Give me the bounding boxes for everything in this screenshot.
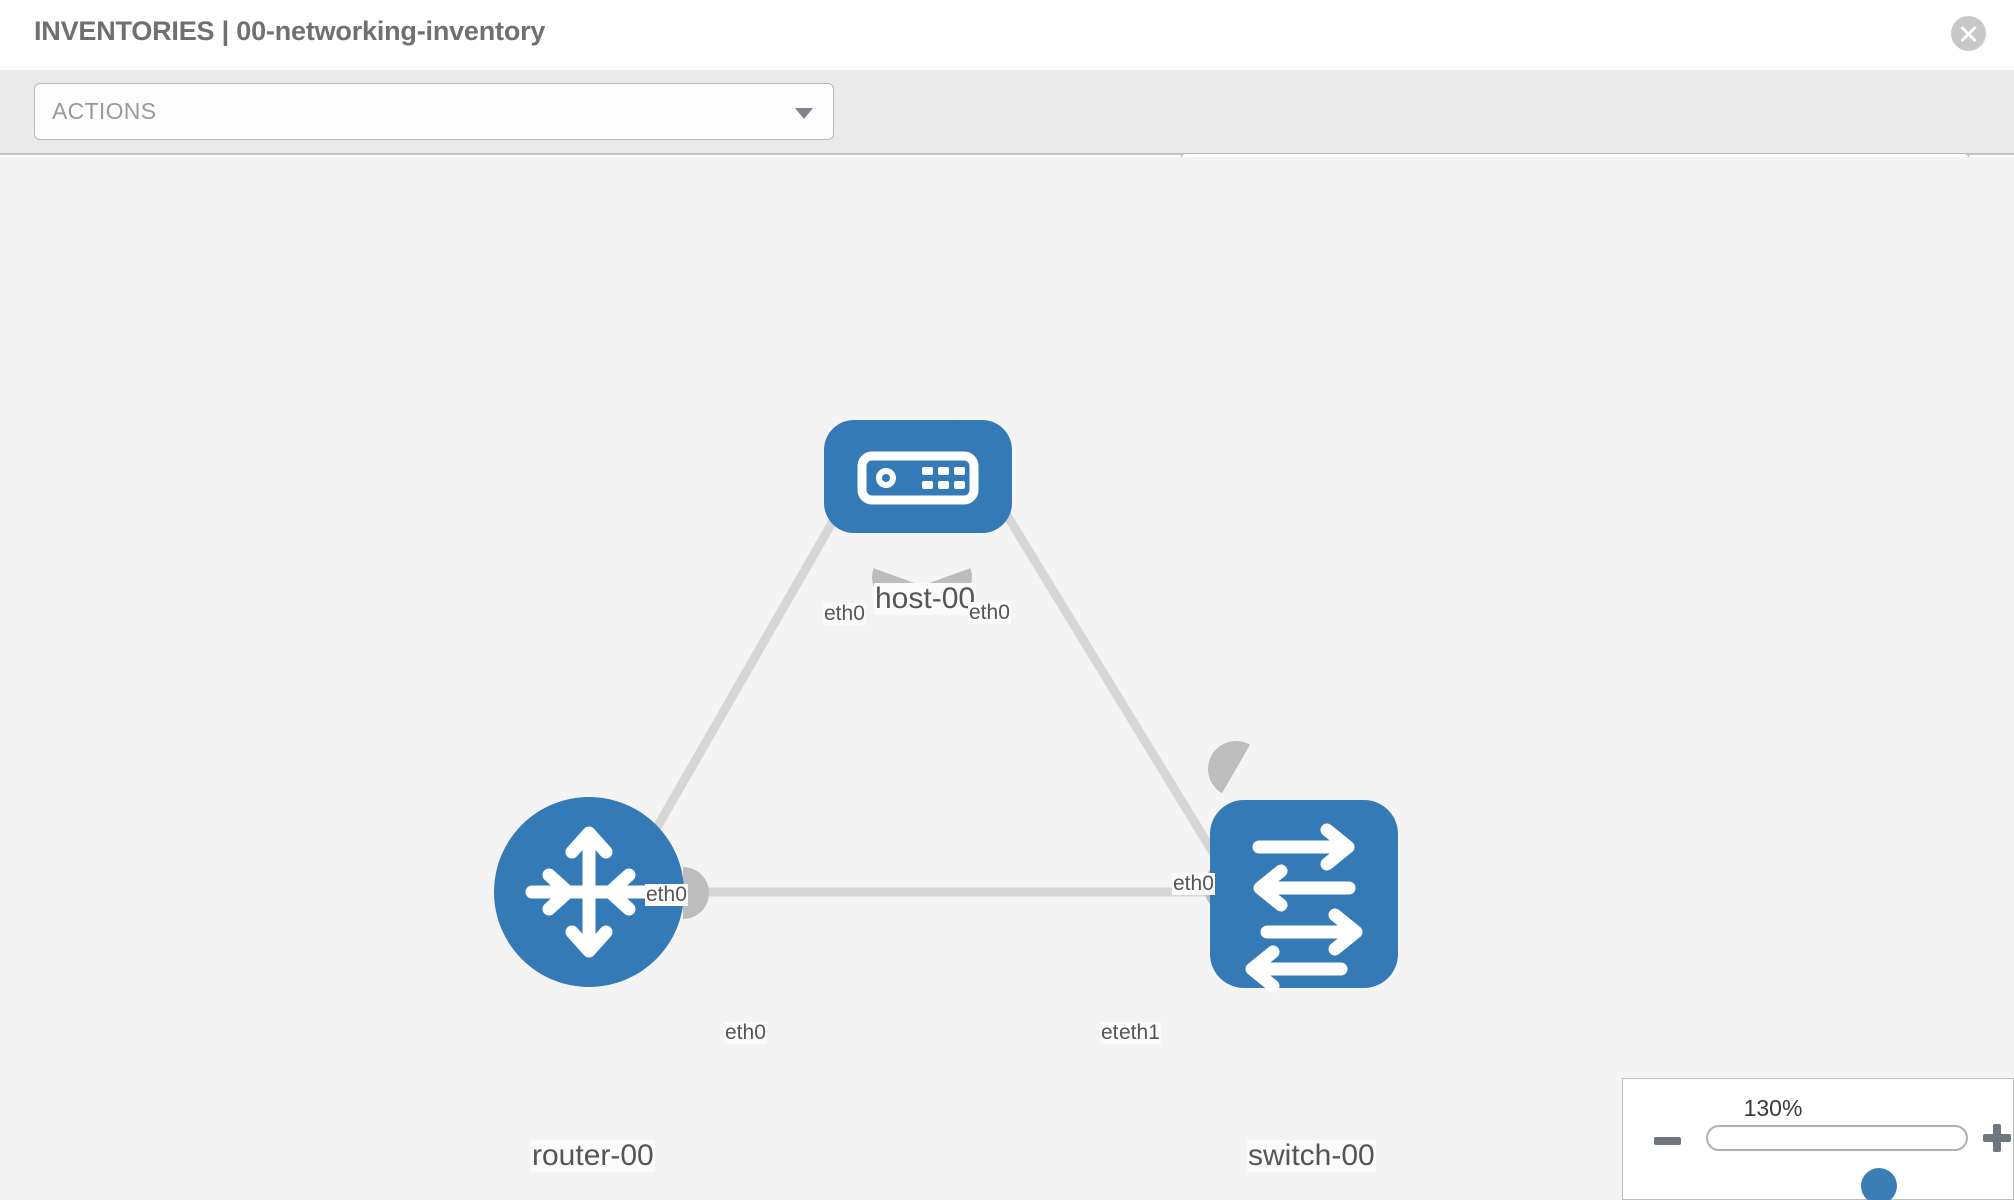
iface-label-router00-uplink-eth0: eth0	[645, 883, 688, 907]
router-arrows-icon	[525, 826, 653, 958]
zoom-slider-thumb[interactable]	[1861, 1168, 1897, 1200]
topology-canvas[interactable]: host-00 router-00 switch-00 eth0 eth0 et…	[0, 157, 2014, 1200]
iface-label-router00-eth0: eth0	[724, 1021, 767, 1045]
close-icon	[1960, 26, 1977, 42]
zoom-in-button[interactable]	[1983, 1124, 2011, 1152]
port-switch00-eth1[interactable]	[1198, 731, 1250, 794]
topology-graph	[494, 419, 1398, 993]
port-layer	[683, 568, 1250, 919]
zoom-control-panel: 130%	[1622, 1078, 2014, 1200]
node-router-00[interactable]	[494, 797, 684, 987]
iface-label-host00-eth0-left: eth0	[823, 602, 866, 626]
page-header: INVENTORIES | 00-networking-inventory	[0, 0, 2014, 70]
iface-label-switch00-uplink-eth0: eth0	[1172, 872, 1215, 896]
actions-dropdown[interactable]: ACTIONS	[34, 83, 834, 140]
iface-label-host00-eth0-right: eth0	[968, 601, 1011, 625]
node-label-switch-00: switch-00	[1247, 1139, 1376, 1172]
zoom-slider-track[interactable]	[1706, 1125, 1968, 1200]
switch-arrows-icon	[1245, 823, 1363, 993]
port-router00-eth0[interactable]	[683, 867, 709, 919]
toolbar: ACTIONS SEARCH	[0, 70, 2014, 210]
server-icon	[857, 451, 979, 505]
zoom-level-label: 130%	[1743, 1095, 1803, 1121]
page-title: INVENTORIES | 00-networking-inventory	[34, 16, 546, 46]
zoom-out-button[interactable]	[1654, 1137, 1681, 1145]
node-label-host-00: host-00	[874, 582, 977, 615]
node-host-00[interactable]	[824, 420, 1012, 533]
chevron-down-icon	[795, 108, 813, 119]
actions-dropdown-label: ACTIONS	[52, 98, 157, 124]
node-label-router-00: router-00	[531, 1139, 655, 1172]
close-button[interactable]	[1951, 16, 1986, 51]
node-switch-00[interactable]	[1210, 800, 1398, 993]
iface-label-switch00-eth1: eth1	[1118, 1021, 1161, 1045]
